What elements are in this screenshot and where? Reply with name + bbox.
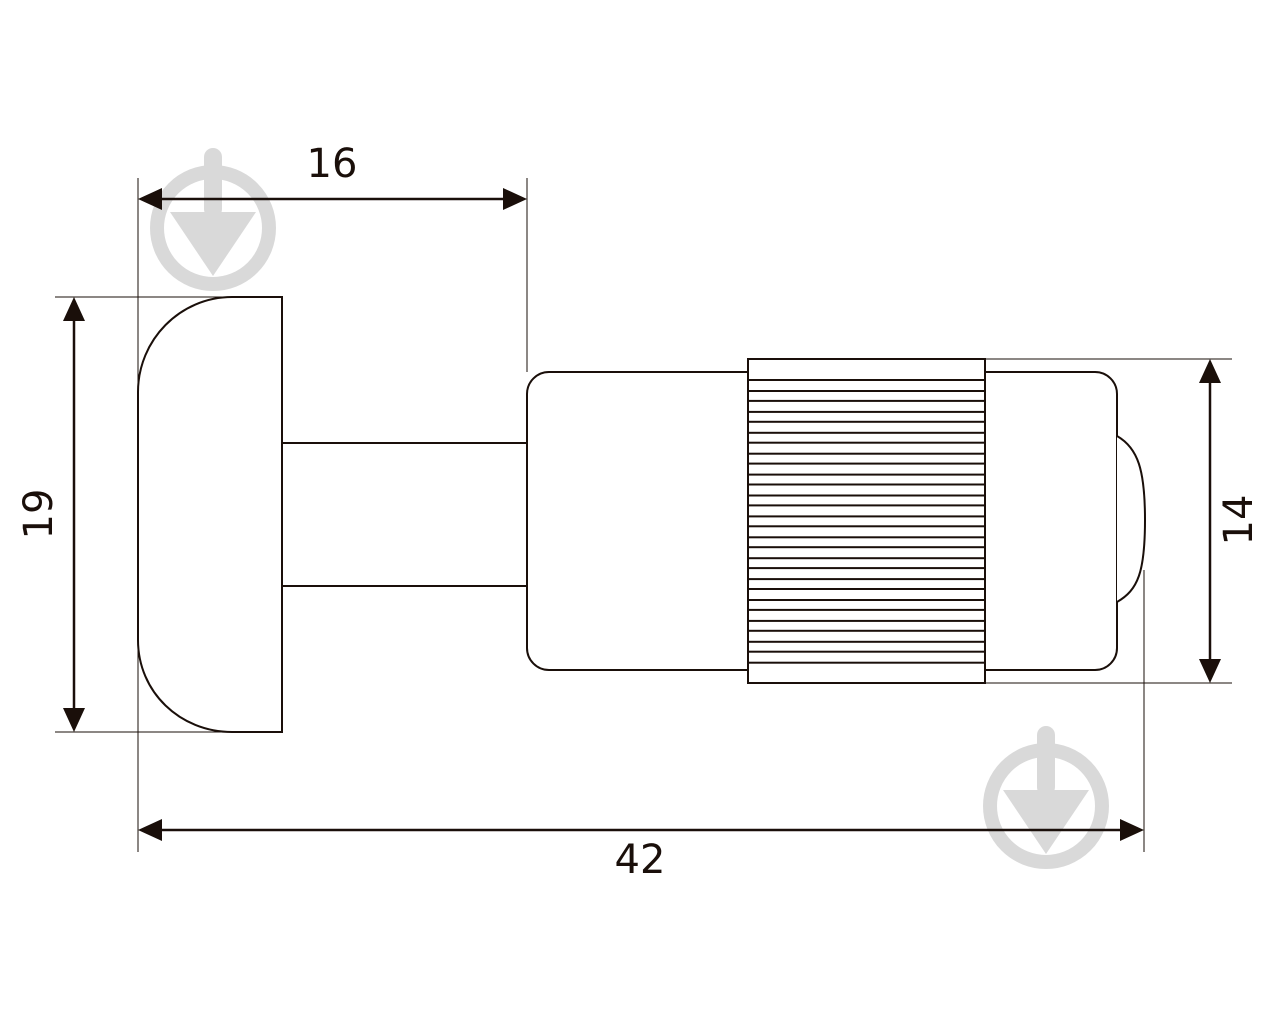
end-button [1116, 435, 1147, 603]
knurl-ridge [747, 588, 986, 601]
dimension-label-42: 42 [615, 837, 666, 883]
dimension-total-length: 42 [138, 819, 1144, 883]
knurled-ring [747, 358, 986, 684]
knurl-ridge [747, 399, 986, 413]
knurl-ridge [747, 379, 986, 392]
shaft [281, 442, 528, 587]
knob-cap [137, 296, 283, 733]
knurl-ridge [747, 546, 986, 560]
dimension-label-19: 19 [16, 489, 62, 540]
watermark-logo-icon [983, 726, 1109, 869]
dimension-label-14: 14 [1216, 495, 1262, 546]
knurl-ridge [747, 504, 986, 518]
knurl-ridge [747, 420, 986, 434]
knurl-ridge [747, 525, 986, 539]
dimension-shaft-length: 16 [138, 141, 527, 210]
knurl-ridge [747, 608, 986, 622]
dimension-grip-diameter: 14 [1199, 359, 1262, 683]
knurl-ridge [747, 441, 986, 455]
dimension-label-16: 16 [307, 141, 358, 187]
knurl-ridge [747, 567, 986, 581]
knurl-ridge [747, 462, 986, 476]
knurl-ridge [747, 629, 986, 643]
watermark-logo-icon [150, 148, 276, 291]
knurl-ridge [747, 483, 986, 497]
dimension-knob-height: 19 [16, 297, 85, 732]
knurl-ridge [747, 650, 986, 664]
